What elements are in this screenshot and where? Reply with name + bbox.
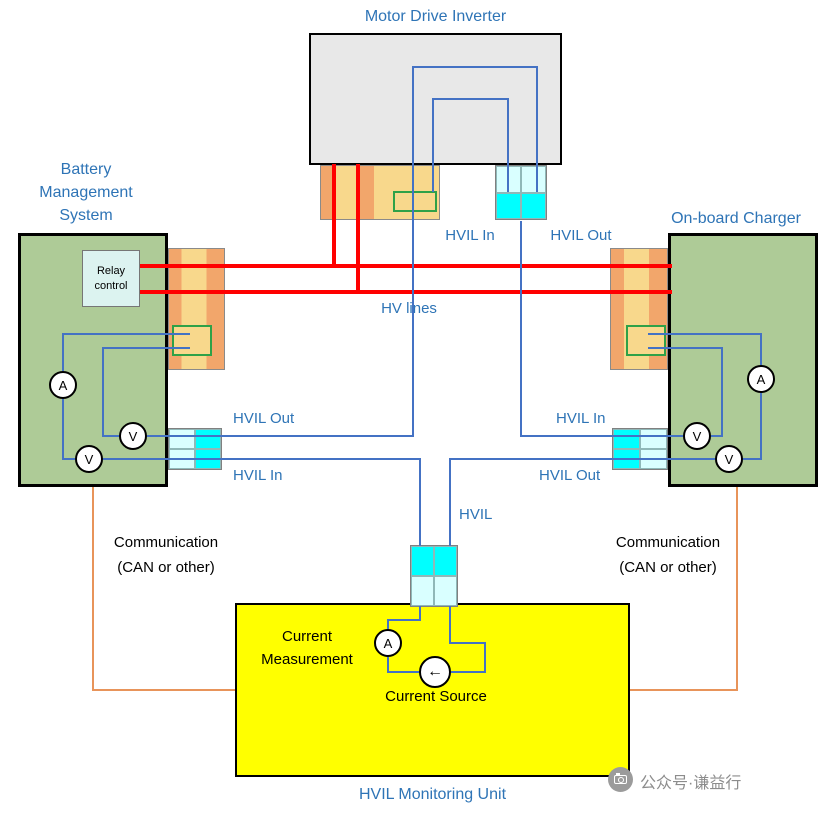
charger-title: On-board Charger [671, 210, 801, 227]
bms-voltmeter-symbol-bottom: V [75, 445, 103, 473]
current-measurement-line: Measurement [261, 651, 353, 668]
camera-icon [614, 772, 627, 784]
unit-hvil-connector [410, 545, 458, 607]
comm-line-left [92, 487, 235, 691]
connector-cell [169, 429, 195, 449]
relay-control-box: Relay control [82, 250, 140, 307]
connector-cell [521, 192, 546, 219]
voltmeter-letter: V [128, 428, 138, 444]
hvil-label: HVIL [459, 506, 493, 523]
inverter-hvil-in-label: HVIL In [445, 227, 495, 244]
on-board-charger-box [668, 233, 818, 487]
charger-hvil-in-label: HVIL In [556, 410, 606, 427]
current-source-symbol: ← [419, 656, 451, 688]
bms-title: Battery Management System [21, 158, 151, 227]
charger-hvil-pin [626, 325, 666, 356]
connector-cell [613, 429, 640, 449]
bms-voltmeter-symbol-top: V [119, 422, 147, 450]
current-measurement-label: Current Measurement [246, 625, 368, 671]
connector-cell [640, 449, 667, 469]
connector-cell [613, 449, 640, 469]
relay-control-label: Relay control [94, 264, 128, 292]
current-measurement-line: Current [281, 628, 333, 645]
ammeter-letter: A [58, 377, 68, 393]
bms-hvil-connector [168, 428, 222, 470]
inverter-hvil-pin [393, 191, 437, 212]
connector-cell [496, 192, 521, 219]
charger-voltmeter-symbol-bottom: V [715, 445, 743, 473]
motor-drive-inverter-box [309, 33, 562, 165]
connector-cell [195, 449, 221, 469]
bms-ammeter-symbol: A [49, 371, 77, 399]
connector-cell [195, 429, 221, 449]
inverter-title: Motor Drive Inverter [364, 8, 507, 25]
bms-hvil-in-label: HVIL In [233, 467, 283, 484]
bms-title-line: System [59, 207, 113, 224]
current-source-label: Current Source [385, 688, 487, 705]
hvil-monitoring-unit-box [235, 603, 630, 777]
connector-cell [411, 576, 434, 606]
communication-right-label: Communication (CAN or other) [598, 530, 738, 580]
charger-hvil-connector [612, 428, 668, 470]
connector-cell [640, 429, 667, 449]
connector-cell [434, 576, 457, 606]
watermark-badge [608, 767, 633, 792]
communication-label-line: Communication [615, 534, 721, 551]
inverter-hvil-out-label: HVIL Out [550, 227, 612, 244]
ammeter-letter: A [756, 371, 766, 387]
communication-label-line: (CAN or other) [117, 559, 215, 576]
unit-title: HVIL Monitoring Unit [358, 786, 507, 803]
left-arrow-icon: ← [427, 663, 443, 680]
bms-title-line: Management [39, 184, 133, 201]
ammeter-letter: A [383, 635, 393, 651]
watermark-text: 公众号·谦益行 [640, 775, 742, 792]
communication-label-line: Communication [113, 534, 219, 551]
connector-cell [411, 546, 434, 576]
voltmeter-letter: V [724, 451, 734, 467]
bms-hvil-out-label: HVIL Out [233, 410, 295, 427]
comm-line-right [630, 487, 738, 691]
connector-cell [521, 166, 546, 193]
charger-hvil-out-label: HVIL Out [539, 467, 601, 484]
voltmeter-letter: V [84, 451, 94, 467]
charger-ammeter-symbol: A [747, 365, 775, 393]
unit-ammeter-symbol: A [374, 629, 402, 657]
voltmeter-letter: V [692, 428, 702, 444]
connector-cell [169, 449, 195, 469]
communication-left-label: Communication (CAN or other) [96, 530, 236, 580]
communication-label-line: (CAN or other) [619, 559, 717, 576]
charger-voltmeter-symbol-top: V [683, 422, 711, 450]
hv-lines-label: HV lines [381, 300, 437, 317]
connector-cell [496, 166, 521, 193]
connector-cell [434, 546, 457, 576]
bms-title-line: Battery [60, 161, 112, 178]
bms-hvil-pin [172, 325, 212, 356]
inverter-hvil-connector [495, 165, 547, 220]
